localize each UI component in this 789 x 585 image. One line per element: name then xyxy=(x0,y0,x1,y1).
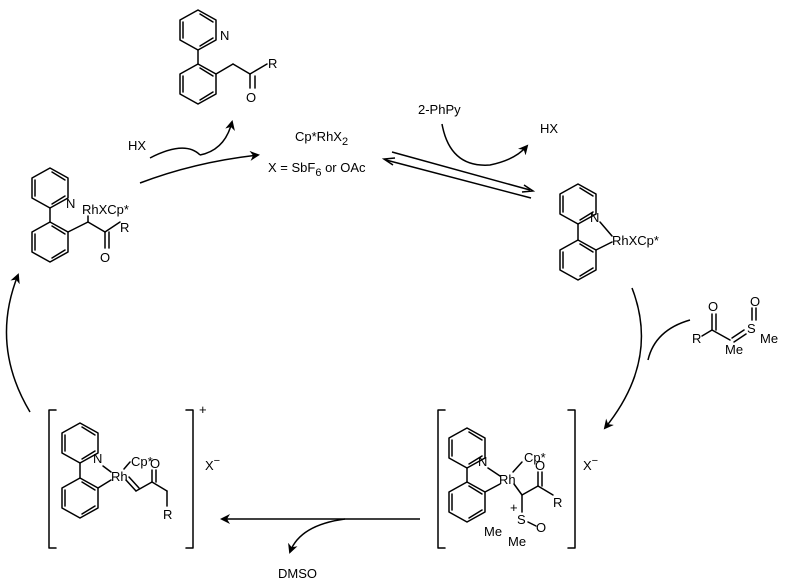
carbene-cp-label: Cp* xyxy=(131,454,153,469)
equilibrium-forward-head xyxy=(521,184,536,193)
dmso-label: DMSO xyxy=(278,566,317,581)
alkyl-r-label: R xyxy=(120,220,129,235)
carbene-o-label: O xyxy=(150,456,160,471)
rhodacycle-rh-label: RhXCp* xyxy=(612,233,659,248)
adduct-n-label: N xyxy=(478,454,487,469)
hx-in-curve xyxy=(149,147,201,159)
adduct-s-label: S xyxy=(517,512,526,527)
rhodacycle-structure: N RhXCp* xyxy=(559,183,659,281)
product-o-label: O xyxy=(246,90,256,105)
adduct-me2-label: Me xyxy=(508,534,526,549)
equilibrium-back-head xyxy=(381,157,396,166)
adduct-so-label: O xyxy=(536,520,546,535)
dmso-release-curve xyxy=(288,518,346,554)
carbene-n-label: N xyxy=(93,451,102,466)
ylide-addition-arrow xyxy=(603,287,643,430)
adduct-cp-label: Cp* xyxy=(524,450,546,465)
ylide-so-label: O xyxy=(750,294,760,309)
ylide-o-label: O xyxy=(708,299,718,314)
ylide-adduct-complex: N Rh Cp* O R + S O Me Me X− xyxy=(437,409,598,549)
alkyl-rh-intermediate: N RhXCp* O R xyxy=(31,167,129,265)
adduct-o-label: O xyxy=(535,458,545,473)
sulfoxonium-ylide-structure: O R S O Me Me xyxy=(692,294,778,357)
equilibrium-back-line xyxy=(385,159,532,199)
carbene-x-label: X− xyxy=(205,455,220,473)
alkyl-o-label: O xyxy=(100,250,110,265)
svg-text:X = SbF6 or OAc: X = SbF6 or OAc xyxy=(268,160,366,179)
regeneration-arrow xyxy=(139,150,260,184)
alkyl-n-label: N xyxy=(66,196,75,211)
hx-right-label: HX xyxy=(540,121,558,136)
carbene-plus: + xyxy=(199,402,207,417)
ylide-s-label: S xyxy=(747,321,756,336)
alkyl-rh-label: RhXCp* xyxy=(82,202,129,217)
carbene-complex: + N Rh Cp* O R X− xyxy=(48,402,220,549)
adduct-r-label: R xyxy=(553,495,562,510)
product-structure: N O R xyxy=(179,9,277,105)
carbene-rh-label: Rh xyxy=(111,469,128,484)
product-n-label: N xyxy=(220,28,229,43)
ylide-me1-label: Me xyxy=(760,331,778,346)
svg-text:Cp*RhX2: Cp*RhX2 xyxy=(295,129,348,148)
adduct-me1-label: Me xyxy=(484,524,502,539)
product-release-arrow xyxy=(199,120,235,156)
ylide-in-curve xyxy=(647,319,691,361)
product-r-label: R xyxy=(268,56,277,71)
rhodacycle-n-label: N xyxy=(590,210,599,225)
ylide-me2-label: Me xyxy=(725,342,743,357)
adduct-x-label: X− xyxy=(583,455,598,473)
phpy-label: 2-PhPy xyxy=(418,102,461,117)
catalyst-label: Cp*RhX2 X = SbF6 or OAc xyxy=(268,129,366,179)
adduct-rh-label: Rh xyxy=(499,472,516,487)
migratory-insertion-arrow xyxy=(5,273,31,413)
carbene-r-label: R xyxy=(163,507,172,522)
hx-left-label: HX xyxy=(128,138,146,153)
equilibrium-forward-line xyxy=(391,151,531,191)
ylide-r-label: R xyxy=(692,331,701,346)
cmd-arrow xyxy=(441,123,529,166)
adduct-plus: + xyxy=(510,500,518,515)
